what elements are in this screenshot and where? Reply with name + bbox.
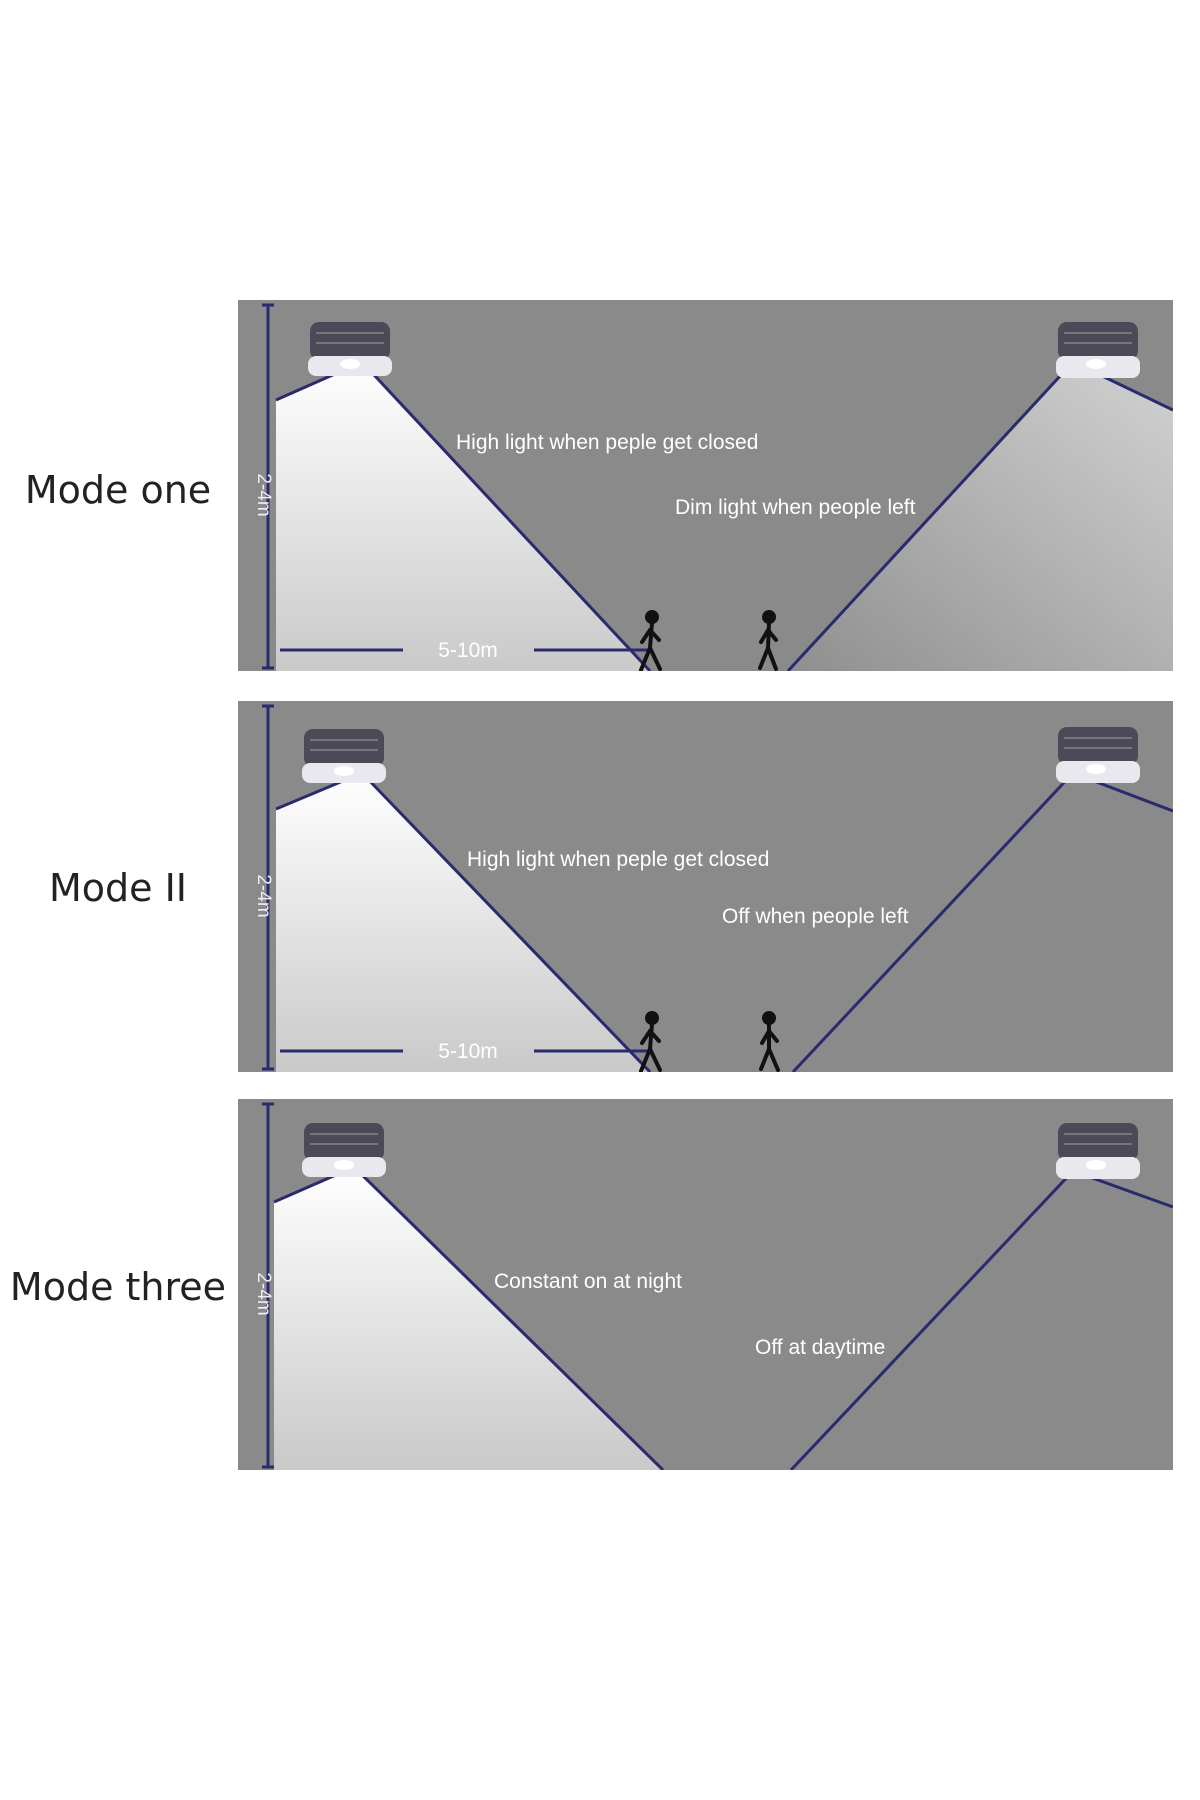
right-solar-lamp-icon: [1056, 1123, 1140, 1179]
height-dimension: [262, 303, 274, 670]
left-solar-lamp-icon: [302, 1123, 386, 1177]
mode-one-panel: 2-4m 5-10m High light when peple get clo…: [238, 300, 1173, 671]
distance-label: 5-10m: [438, 1040, 498, 1063]
mode-three-panel: 2-4m Constant on at night Off at daytime: [238, 1099, 1173, 1470]
note-left: High light when peple get closed: [456, 431, 758, 454]
mode-three-diagram: 2-4m Constant on at night Off at daytime: [238, 1099, 1173, 1470]
note-left: Constant on at night: [494, 1270, 682, 1293]
height-dimension: [262, 1102, 274, 1469]
left-light-beam: [276, 362, 650, 671]
height-label: 2-4m: [253, 874, 274, 917]
right-light-beam: [788, 362, 1173, 671]
note-right: Dim light when people left: [675, 496, 916, 519]
left-light-beam: [274, 1167, 663, 1470]
left-light-beam: [276, 773, 650, 1072]
mode-two-label: Mode II: [48, 866, 188, 910]
right-solar-lamp-icon: [1056, 727, 1140, 783]
walking-person-icon: [758, 610, 778, 671]
walking-person-icon: [639, 610, 662, 671]
height-label: 2-4m: [253, 473, 274, 516]
height-dimension: [262, 704, 274, 1071]
mode-three-label: Mode three: [9, 1265, 227, 1309]
mode-two-panel: 2-4m 5-10m High light when peple get clo…: [238, 701, 1173, 1072]
left-solar-lamp-icon: [302, 729, 386, 783]
note-left: High light when peple get closed: [467, 848, 769, 871]
mode-two-diagram: 2-4m 5-10m High light when peple get clo…: [238, 701, 1173, 1072]
note-right: Off when people left: [722, 905, 909, 928]
height-label: 2-4m: [253, 1272, 274, 1315]
note-right: Off at daytime: [755, 1336, 885, 1359]
right-solar-lamp-icon: [1056, 322, 1140, 378]
mode-one-diagram: 2-4m 5-10m High light when peple get clo…: [238, 300, 1173, 671]
left-solar-lamp-icon: [308, 322, 392, 376]
distance-label: 5-10m: [438, 639, 498, 662]
walking-person-icon: [759, 1011, 780, 1072]
mode-one-label: Mode one: [24, 468, 212, 512]
walking-person-icon: [639, 1011, 662, 1072]
